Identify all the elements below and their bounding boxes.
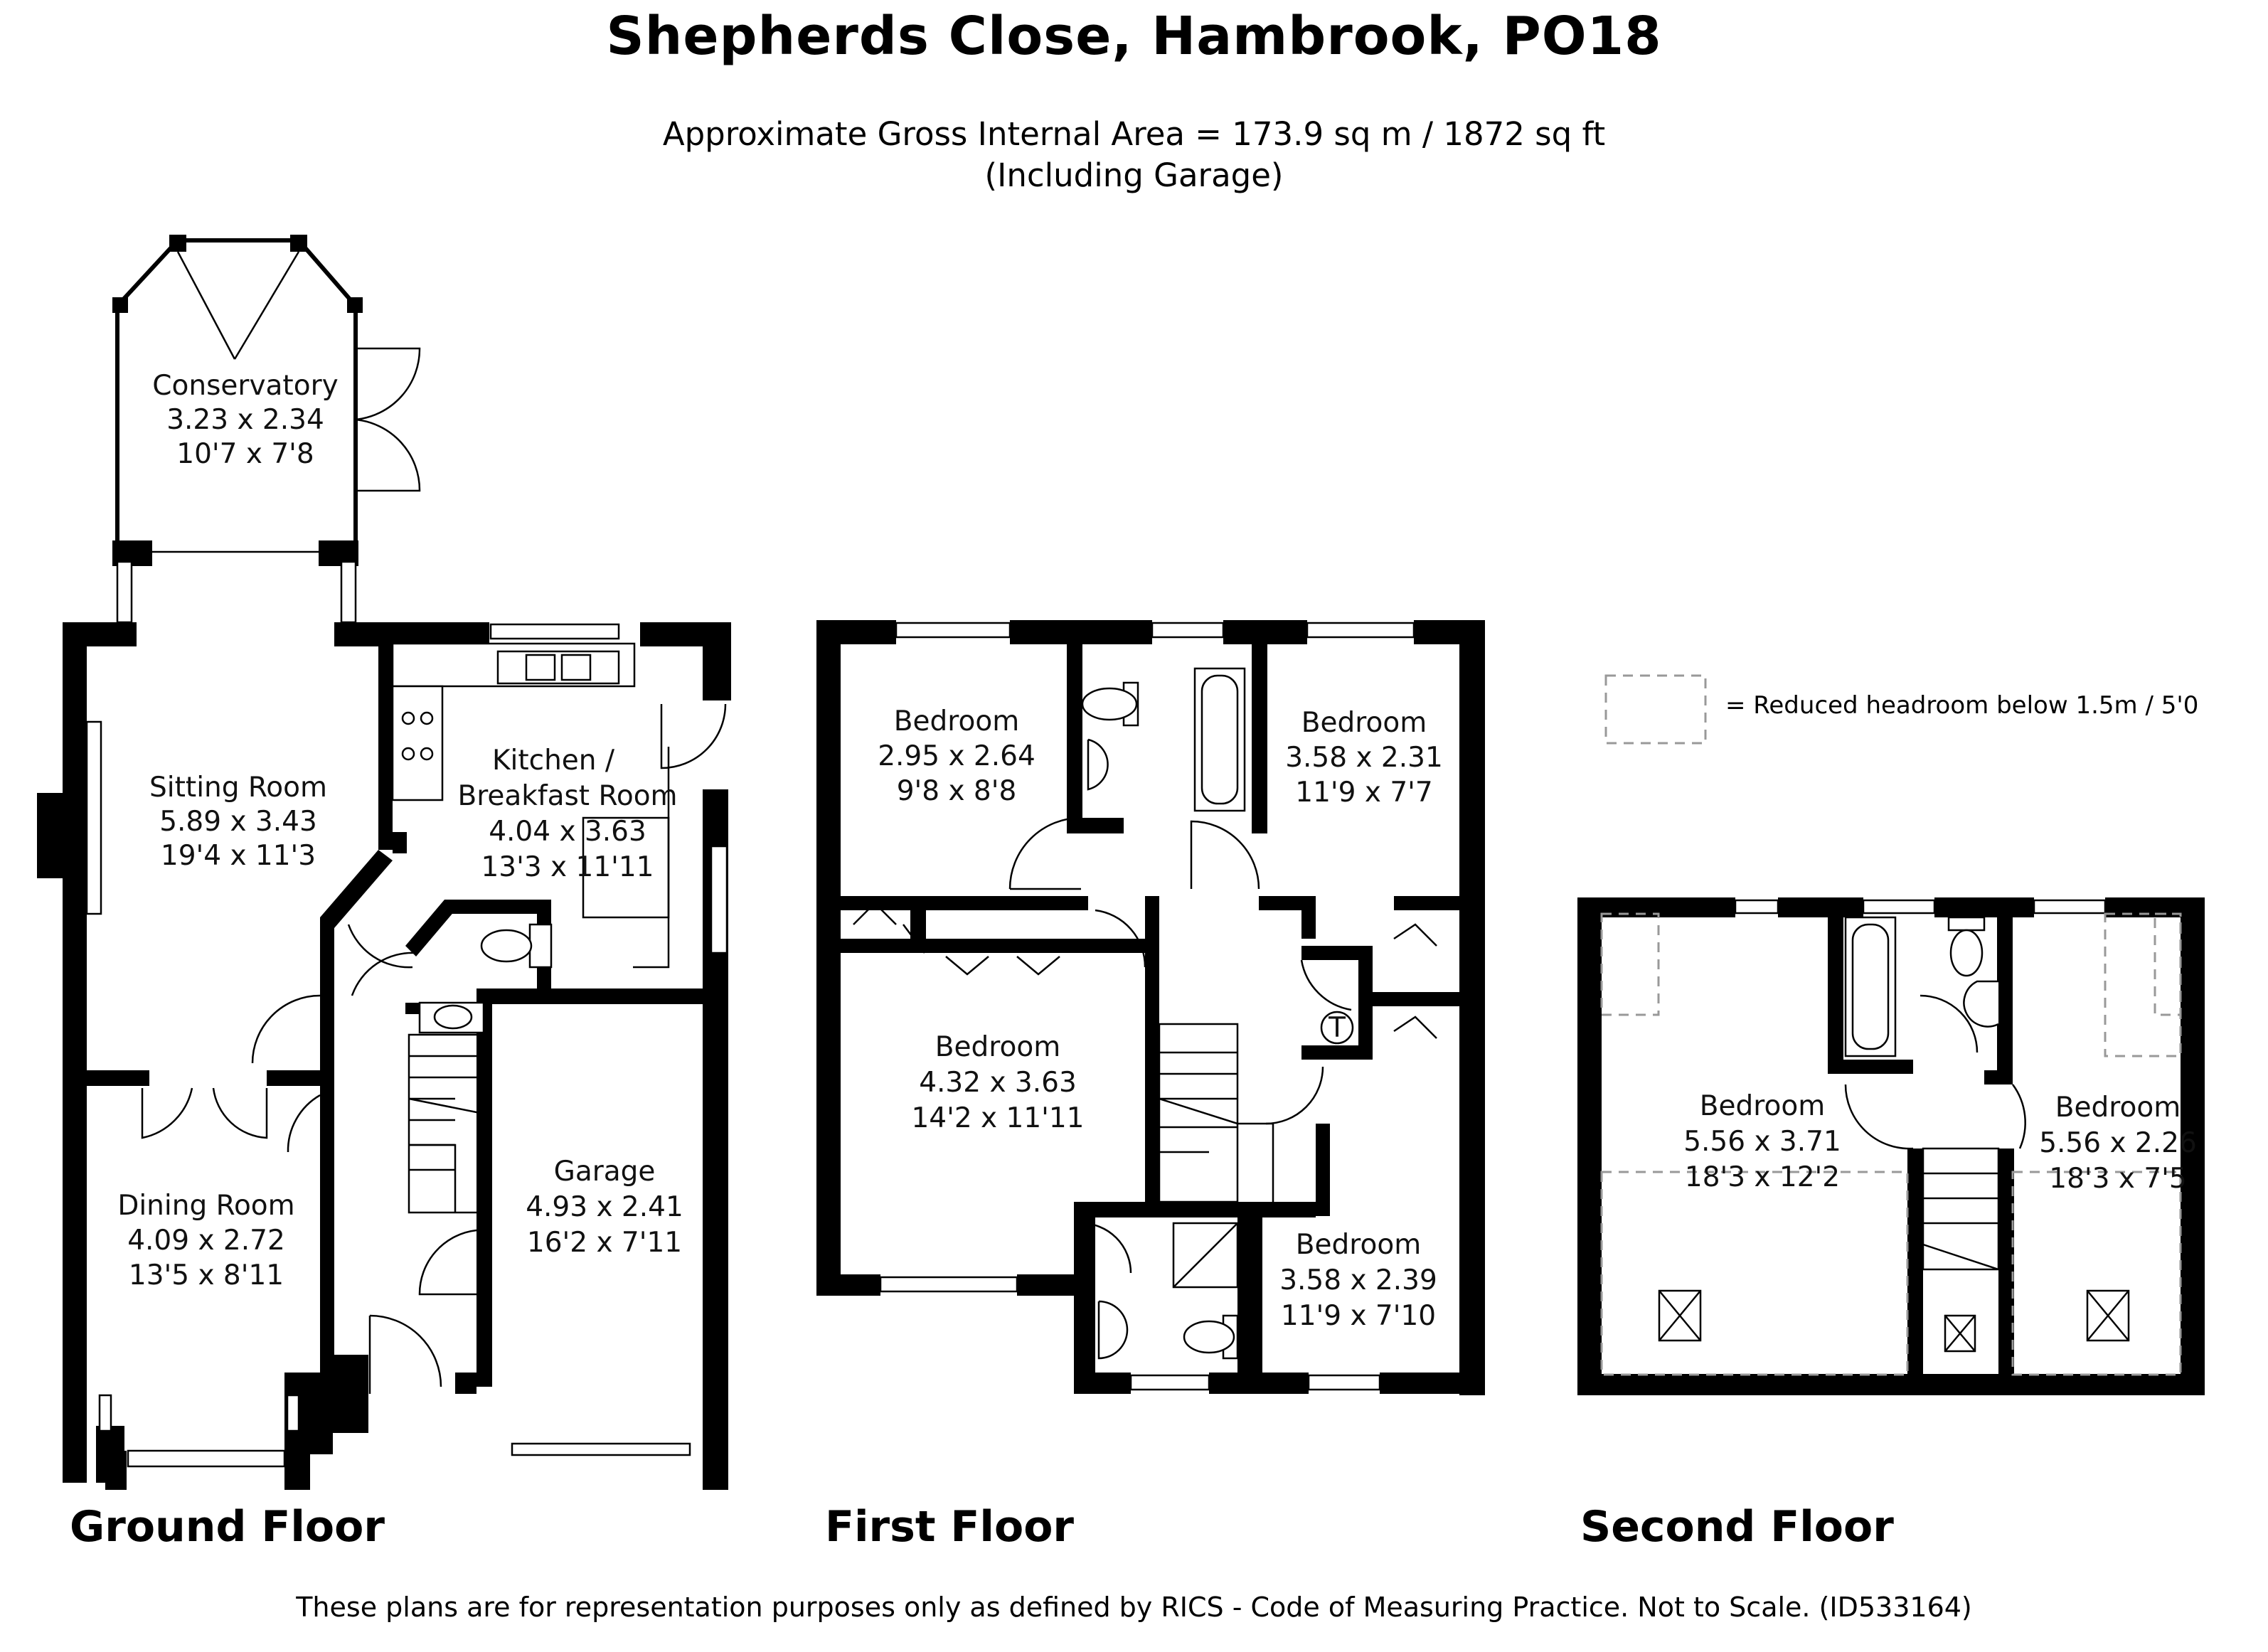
second-floor-plan [1577, 674, 2205, 1395]
ground-floor-plan [37, 235, 731, 1490]
kitchen-name-line2: Breakfast Room [457, 780, 677, 812]
first-bedroom-2-name: Bedroom [1301, 707, 1427, 739]
conservatory-imperial: 10'7 x 7'8 [176, 438, 314, 470]
second-bedroom-1-metric: 5.56 x 3.71 [1683, 1126, 1841, 1158]
ground-floor-walls [37, 622, 731, 1490]
second-bedroom-2-metric: 5.56 x 2.26 [2039, 1127, 2197, 1159]
first-floor-walls [816, 620, 1485, 1395]
conservatory-name: Conservatory [152, 370, 338, 402]
first-floor-label: First Floor [825, 1502, 1075, 1552]
ground-floor-stairs [408, 1033, 481, 1214]
disclaimer-footer: These plans are for representation purpo… [296, 1592, 1972, 1623]
second-bedroom-2-name: Bedroom [2055, 1092, 2181, 1124]
first-bedroom-4-metric: 3.58 x 2.39 [1279, 1264, 1437, 1296]
second-bedroom-2-imperial: 18'3 x 7'5 [2049, 1163, 2186, 1195]
first-floor-plan: T [816, 620, 1485, 1395]
second-floor-doors [1844, 994, 2026, 1150]
kitchen-name: Kitchen / [492, 745, 615, 777]
gross-area-line: Approximate Gross Internal Area = 173.9 … [662, 115, 1606, 153]
second-floor-headroom-areas [1600, 912, 2182, 1376]
first-floor-windows [879, 622, 1415, 1391]
sitting-room-imperial: 19'4 x 11'3 [161, 840, 316, 872]
dining-room-metric: 4.09 x 2.72 [127, 1225, 285, 1257]
first-bedroom-3-name: Bedroom [935, 1031, 1060, 1063]
first-bedroom-2-imperial: 11'9 x 7'7 [1295, 777, 1432, 809]
second-floor-windows [1734, 899, 2107, 915]
ground-floor-doors [141, 703, 727, 1394]
conservatory-metric: 3.23 x 2.34 [166, 404, 324, 436]
garage-name: Garage [554, 1156, 656, 1188]
kitchen-imperial: 13'3 x 11'11 [481, 851, 654, 883]
second-bedroom-1-name: Bedroom [1700, 1090, 1825, 1122]
garage-imperial: 16'2 x 7'11 [527, 1227, 682, 1259]
first-bedroom-1-metric: 2.95 x 2.64 [878, 740, 1035, 772]
gross-area-note: (Including Garage) [984, 156, 1284, 194]
kitchen-metric: 4.04 x 3.63 [489, 816, 646, 848]
room-labels: Conservatory 3.23 x 2.34 10'7 x 7'8 Sitt… [117, 370, 2196, 1332]
second-floor-walls [1577, 897, 2205, 1395]
reduced-headroom-swatch [1604, 674, 1707, 745]
tank-label: T [1328, 1012, 1346, 1044]
first-bedroom-1-imperial: 9'8 x 8'8 [897, 775, 1017, 807]
first-bedroom-4-imperial: 11'9 x 7'10 [1281, 1300, 1436, 1332]
first-bedroom-3-imperial: 14'2 x 11'11 [911, 1102, 1084, 1134]
ground-floor-label: Ground Floor [70, 1502, 385, 1552]
first-bedroom-3-metric: 4.32 x 3.63 [919, 1067, 1077, 1099]
sitting-room-name: Sitting Room [149, 772, 327, 804]
reduced-headroom-legend: = Reduced headroom below 1.5m / 5'0 [1725, 691, 2199, 720]
second-floor-stairs [1922, 1147, 2000, 1271]
garage-metric: 4.93 x 2.41 [526, 1191, 683, 1223]
kitchen-fittings [347, 642, 670, 1034]
dining-room-name: Dining Room [117, 1190, 294, 1222]
first-floor-stairs [1158, 1023, 1274, 1203]
sitting-room-metric: 5.89 x 3.43 [159, 806, 317, 838]
second-floor-label: Second Floor [1580, 1502, 1894, 1552]
dining-room-imperial: 13'5 x 8'11 [129, 1259, 284, 1291]
second-bedroom-1-imperial: 18'3 x 12'2 [1685, 1161, 1840, 1193]
ground-floor-windows [85, 560, 728, 1468]
first-floor-fittings: T [1081, 667, 1354, 1360]
page-title: Shepherds Close, Hambrook, PO18 [606, 6, 1662, 67]
first-floor-doors [853, 816, 1437, 1274]
first-bedroom-2-metric: 3.58 x 2.31 [1285, 742, 1443, 774]
first-bedroom-1-name: Bedroom [894, 705, 1019, 737]
first-bedroom-4-name: Bedroom [1296, 1229, 1421, 1261]
second-floor-fittings [1658, 916, 2130, 1353]
